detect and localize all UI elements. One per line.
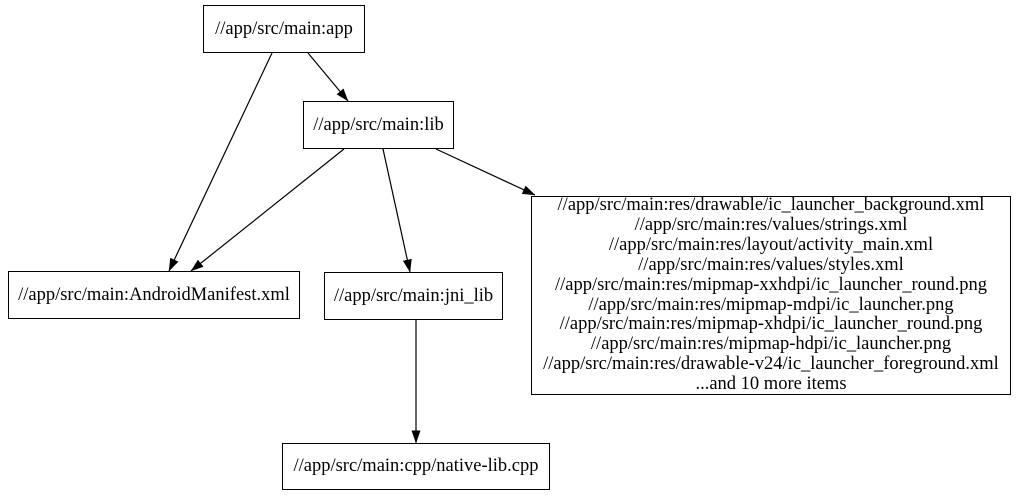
graph-node-app: //app/src/main:app (203, 5, 365, 53)
resource-item: //app/src/main:res/values/strings.xml (634, 214, 908, 235)
resource-item: //app/src/main:res/values/styles.xml (638, 254, 904, 275)
graph-node-native-lib-cpp-label: //app/src/main:cpp/native-lib.cpp (293, 456, 539, 476)
resource-item: //app/src/main:res/mipmap-xhdpi/ic_launc… (559, 314, 983, 335)
resource-more-items: ...and 10 more items (695, 374, 847, 395)
resource-item: //app/src/main:res/mipmap-mdpi/ic_launch… (588, 294, 954, 315)
graph-node-app-label: //app/src/main:app (215, 18, 353, 39)
graph-node-android-manifest-label: //app/src/main:AndroidManifest.xml (18, 284, 290, 305)
graph-node-jni-lib: //app/src/main:jni_lib (324, 272, 503, 320)
graph-node-native-lib-cpp: //app/src/main:cpp/native-lib.cpp (282, 443, 550, 490)
edge-app-to-lib (307, 52, 349, 102)
graph-node-lib: //app/src/main:lib (303, 101, 454, 149)
edge-lib-to-resources (435, 148, 536, 196)
edge-lib-to-manifest (190, 148, 345, 272)
resource-item: //app/src/main:res/mipmap-hdpi/ic_launch… (590, 334, 952, 355)
resource-item: //app/src/main:res/drawable-v24/ic_launc… (543, 354, 999, 375)
resource-item: //app/src/main:res/drawable/ic_launcher_… (557, 194, 985, 215)
edge-app-to-manifest (168, 52, 273, 272)
graph-node-resources-group: //app/src/main:res/drawable/ic_launcher_… (531, 194, 1011, 395)
graph-node-android-manifest: //app/src/main:AndroidManifest.xml (8, 271, 300, 319)
graph-node-jni-lib-label: //app/src/main:jni_lib (333, 285, 494, 306)
graph-node-lib-label: //app/src/main:lib (313, 114, 444, 135)
edge-lib-to-jni_lib (382, 148, 412, 273)
resource-item: //app/src/main:res/layout/activity_main.… (608, 234, 934, 255)
resource-item: //app/src/main:res/mipmap-xxhdpi/ic_laun… (554, 274, 988, 295)
